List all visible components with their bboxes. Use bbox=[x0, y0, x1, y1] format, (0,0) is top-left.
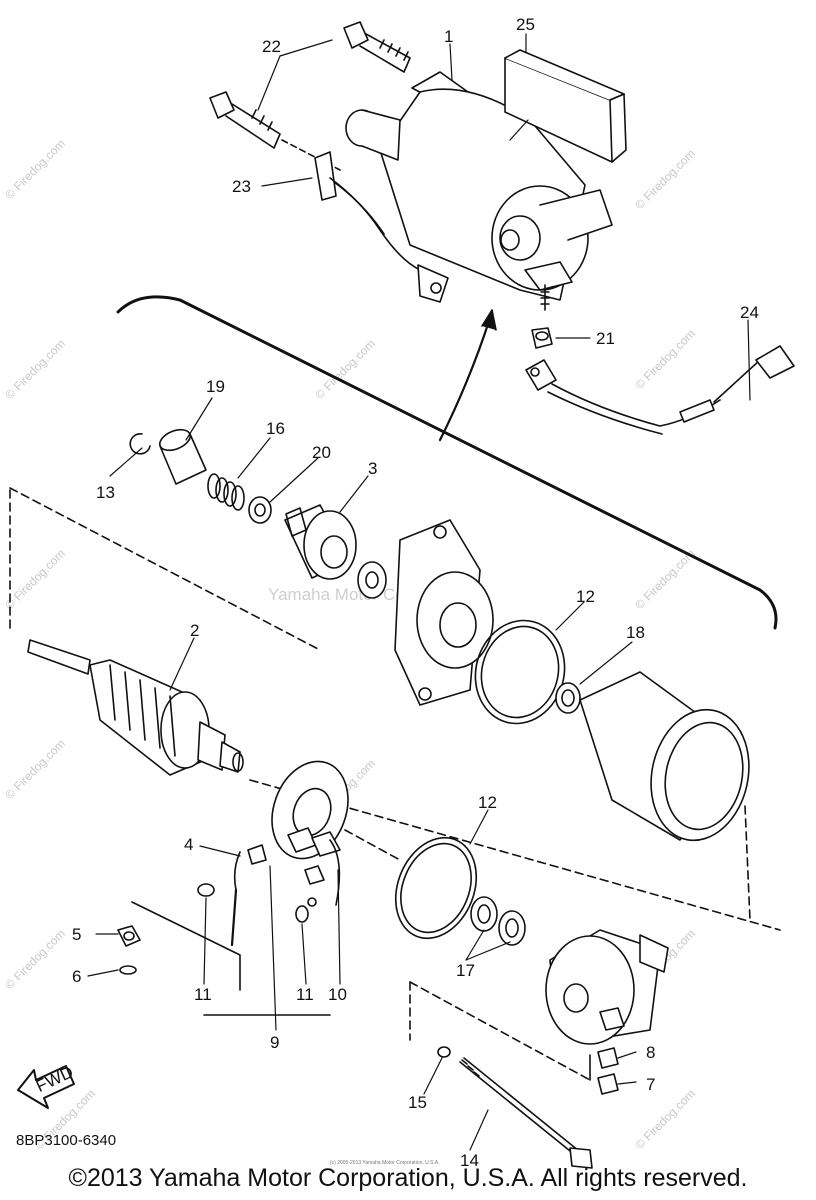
callout-14: 14 bbox=[460, 1151, 479, 1170]
watermark-text: © Firedog.com bbox=[2, 546, 68, 612]
callout-1: 1 bbox=[444, 27, 453, 46]
collar bbox=[158, 428, 207, 485]
diagram-part-code: 8BP3100-6340 bbox=[16, 1132, 117, 1149]
leader-lines bbox=[87, 33, 751, 1151]
callout-labels: 1 25 22 23 21 24 19 16 20 3 13 12 18 2 1… bbox=[72, 15, 759, 1170]
nut-21 bbox=[531, 327, 553, 349]
watermark-text: © Firedog.com bbox=[2, 736, 68, 802]
starter-motor-assembly bbox=[345, 71, 613, 311]
callout-16: 16 bbox=[266, 419, 285, 438]
callout-12-upper: 12 bbox=[576, 587, 595, 606]
o-ring-lower bbox=[394, 836, 478, 940]
guide-line bbox=[344, 829, 401, 861]
washer-11-right bbox=[295, 905, 309, 923]
o-ring-upper bbox=[474, 619, 566, 725]
nut-8 bbox=[597, 1047, 619, 1069]
callout-15: 15 bbox=[408, 1093, 427, 1112]
callout-20: 20 bbox=[312, 443, 331, 462]
washer-20 bbox=[248, 496, 272, 524]
washer-6 bbox=[119, 965, 137, 975]
guide-line bbox=[9, 487, 321, 651]
callout-17: 17 bbox=[456, 961, 475, 980]
callout-18: 18 bbox=[626, 623, 645, 642]
nut-5 bbox=[117, 925, 141, 947]
callout-4: 4 bbox=[184, 835, 193, 854]
callout-24: 24 bbox=[740, 303, 759, 322]
callout-3: 3 bbox=[368, 459, 377, 478]
front-cover bbox=[394, 519, 494, 706]
thrust-washer bbox=[357, 561, 387, 599]
watermark-text: © Firedog.com bbox=[632, 146, 698, 212]
callout-21: 21 bbox=[596, 329, 615, 348]
callout-12-lower: 12 bbox=[478, 793, 497, 812]
small-copyright: (c) 2005-2013 Yamaha Motor Corporation, … bbox=[330, 1160, 440, 1166]
brush-holder-plate bbox=[230, 760, 349, 947]
rear-cover bbox=[545, 929, 669, 1045]
callout-10: 10 bbox=[328, 985, 347, 1004]
fwd-arrow-icon bbox=[17, 1065, 75, 1109]
callout-25: 25 bbox=[516, 15, 535, 34]
callout-9: 9 bbox=[270, 1033, 279, 1052]
starter-label-sticker bbox=[504, 49, 627, 163]
bracket-line bbox=[131, 901, 241, 991]
watermark-text: © Firedog.com bbox=[2, 926, 68, 992]
callout-19: 19 bbox=[206, 377, 225, 396]
assembly-arrow bbox=[438, 309, 497, 442]
callout-5: 5 bbox=[72, 925, 81, 944]
watermark-text: © Firedog.com bbox=[2, 336, 68, 402]
armature bbox=[27, 639, 244, 776]
washer-11-left bbox=[197, 883, 215, 897]
callout-2: 2 bbox=[190, 621, 199, 640]
group-bracket bbox=[116, 295, 778, 630]
circlip bbox=[129, 433, 151, 455]
bracket-line bbox=[409, 981, 591, 1081]
watermark-text: © Firedog.com bbox=[2, 136, 68, 202]
callout-8: 8 bbox=[646, 1043, 655, 1062]
callout-23: 23 bbox=[232, 177, 251, 196]
watermark-text: © Firedog.com bbox=[312, 336, 378, 402]
callout-11-left: 11 bbox=[194, 985, 212, 1004]
watermark-text: © Firedog.com bbox=[632, 546, 698, 612]
callout-22: 22 bbox=[262, 37, 281, 56]
nut-7 bbox=[597, 1073, 619, 1095]
callout-7: 7 bbox=[646, 1075, 655, 1094]
copyright-notice: ©2013 Yamaha Motor Corporation, U.S.A. A… bbox=[68, 1164, 748, 1192]
callout-11-right: 11 bbox=[296, 985, 314, 1004]
ground-lead bbox=[314, 151, 449, 303]
spring bbox=[207, 473, 245, 511]
callout-13: 13 bbox=[96, 483, 115, 502]
callout-6: 6 bbox=[72, 967, 81, 986]
watermark-text: © Firedog.com bbox=[632, 1086, 698, 1152]
starter-clutch bbox=[284, 504, 357, 580]
guide-line bbox=[744, 805, 751, 921]
o-ring-15 bbox=[437, 1046, 451, 1058]
lead-wire bbox=[525, 345, 795, 435]
through-bolt bbox=[459, 1057, 593, 1169]
yoke-housing bbox=[579, 671, 750, 842]
washers-17 bbox=[470, 896, 526, 946]
watermark-text: © Firedog.com bbox=[632, 326, 698, 392]
washer-18 bbox=[555, 682, 581, 714]
